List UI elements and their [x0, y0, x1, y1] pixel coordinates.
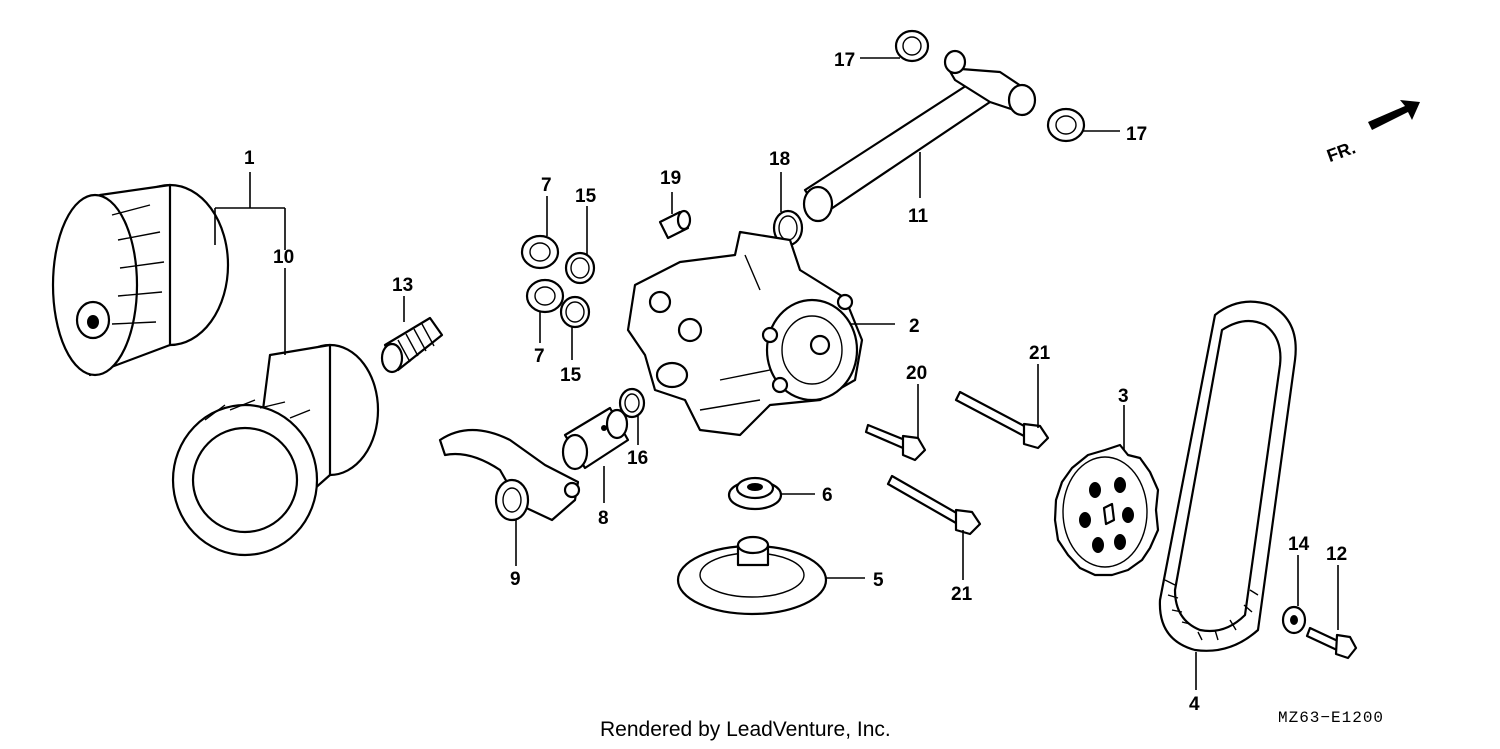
callout-7-upper: 7: [541, 175, 552, 196]
callout-7-lower: 7: [534, 346, 545, 367]
callout-15-upper: 15: [575, 186, 597, 207]
callout-8: 8: [598, 508, 609, 529]
part-6-seal[interactable]: [727, 476, 783, 511]
callout-17-right: 17: [1126, 124, 1147, 145]
part-3-sprocket[interactable]: [1053, 443, 1160, 577]
leader-lines: [214, 57, 1339, 690]
callout-19: 19: [660, 168, 681, 189]
part-21-bolt-lower[interactable]: [886, 474, 982, 536]
callout-17-upper: 17: [834, 50, 855, 71]
front-direction-label: FR.: [1324, 137, 1358, 166]
callout-16: 16: [627, 448, 648, 469]
callout-21-lower: 21: [951, 584, 973, 605]
part-1-filter-cover[interactable]: [51, 183, 230, 377]
part-2-oil-pump[interactable]: [626, 230, 864, 437]
callout-5: 5: [873, 570, 884, 591]
part-15-oring-upper[interactable]: [564, 251, 596, 285]
part-8-relief-valve[interactable]: [561, 406, 630, 471]
callout-20: 20: [906, 363, 927, 384]
part-7-bushing-upper[interactable]: [520, 234, 560, 270]
part-20-bolt[interactable]: [864, 423, 927, 462]
callout-1: 1: [244, 148, 255, 169]
part-14-washer[interactable]: [1281, 605, 1307, 635]
callout-9: 9: [510, 569, 521, 590]
part-21-bolt-upper[interactable]: [954, 390, 1050, 450]
callout-15-lower: 15: [560, 365, 582, 386]
callout-2: 2: [909, 316, 920, 337]
part-17-seal-upper[interactable]: [894, 29, 930, 63]
callout-4: 4: [1189, 694, 1200, 715]
callout-12: 12: [1326, 544, 1347, 565]
part-9-strainer[interactable]: [438, 429, 581, 522]
callout-21-upper: 21: [1029, 343, 1051, 364]
part-7-bushing-lower[interactable]: [525, 278, 565, 314]
callout-13: 13: [392, 275, 413, 296]
part-11-oil-pipe[interactable]: [802, 49, 1037, 223]
callout-14: 14: [1288, 534, 1310, 555]
callout-18: 18: [769, 149, 790, 170]
part-13-stud[interactable]: [380, 316, 444, 374]
part-12-bolt[interactable]: [1305, 626, 1358, 660]
diagram-code: MZ63−E1200: [1278, 709, 1384, 727]
callout-6: 6: [822, 485, 833, 506]
front-direction-arrow-icon: [1368, 100, 1420, 130]
part-17-seal-right[interactable]: [1046, 107, 1086, 143]
part-10-oil-filter[interactable]: [171, 343, 380, 557]
part-16-oring[interactable]: [618, 387, 646, 419]
callout-10: 10: [273, 247, 294, 268]
callout-11: 11: [908, 206, 929, 227]
callout-3: 3: [1118, 386, 1129, 407]
part-4-chain[interactable]: [1158, 300, 1297, 652]
part-19-dowel-pin[interactable]: [658, 209, 692, 240]
footer-credit: Rendered by LeadVenture, Inc.: [600, 718, 891, 741]
part-5-plate[interactable]: [676, 535, 828, 616]
part-15-oring-lower[interactable]: [559, 295, 591, 329]
